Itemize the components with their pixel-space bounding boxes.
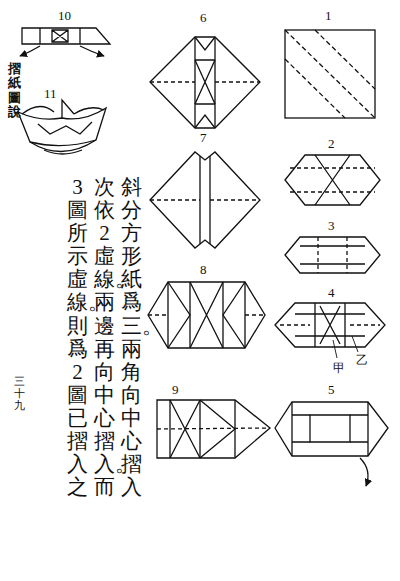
figure-11: [18, 100, 106, 154]
page-title: 摺紙圖說: [8, 62, 21, 119]
step-number: 2: [328, 136, 335, 152]
figure-8: [148, 282, 265, 348]
step-number: 8: [200, 262, 207, 278]
figure-5: [275, 402, 388, 486]
instruction-column: 次依2虛線。兩邊再向中心摺入。而: [94, 176, 115, 499]
figure-9: [157, 400, 270, 458]
step-number: 7: [200, 130, 207, 146]
figure-10: [20, 28, 110, 56]
step-number: 1: [325, 8, 332, 24]
step-number: 3: [328, 218, 335, 234]
step-number: 10: [58, 8, 71, 24]
figure-6: [150, 37, 260, 128]
step-number: 9: [172, 382, 179, 398]
figure-2: [285, 155, 380, 205]
figure-1: [285, 30, 375, 118]
figure-4: [275, 303, 385, 358]
step-number: 4: [328, 285, 335, 301]
instruction-column: 3圖所示虛線。則爲2圖已摺入之: [67, 176, 88, 499]
part-label: 乙: [356, 352, 368, 369]
step-number: 5: [328, 382, 335, 398]
step-number: 11: [44, 86, 57, 102]
instruction-column: 斜分方形紙爲三。兩角向中心摺入: [121, 176, 142, 499]
part-label: 甲: [333, 360, 345, 377]
step-number: 6: [200, 10, 207, 26]
figure-3: [285, 237, 380, 273]
page-number: 三十九: [14, 375, 25, 411]
figure-7: [150, 152, 260, 248]
